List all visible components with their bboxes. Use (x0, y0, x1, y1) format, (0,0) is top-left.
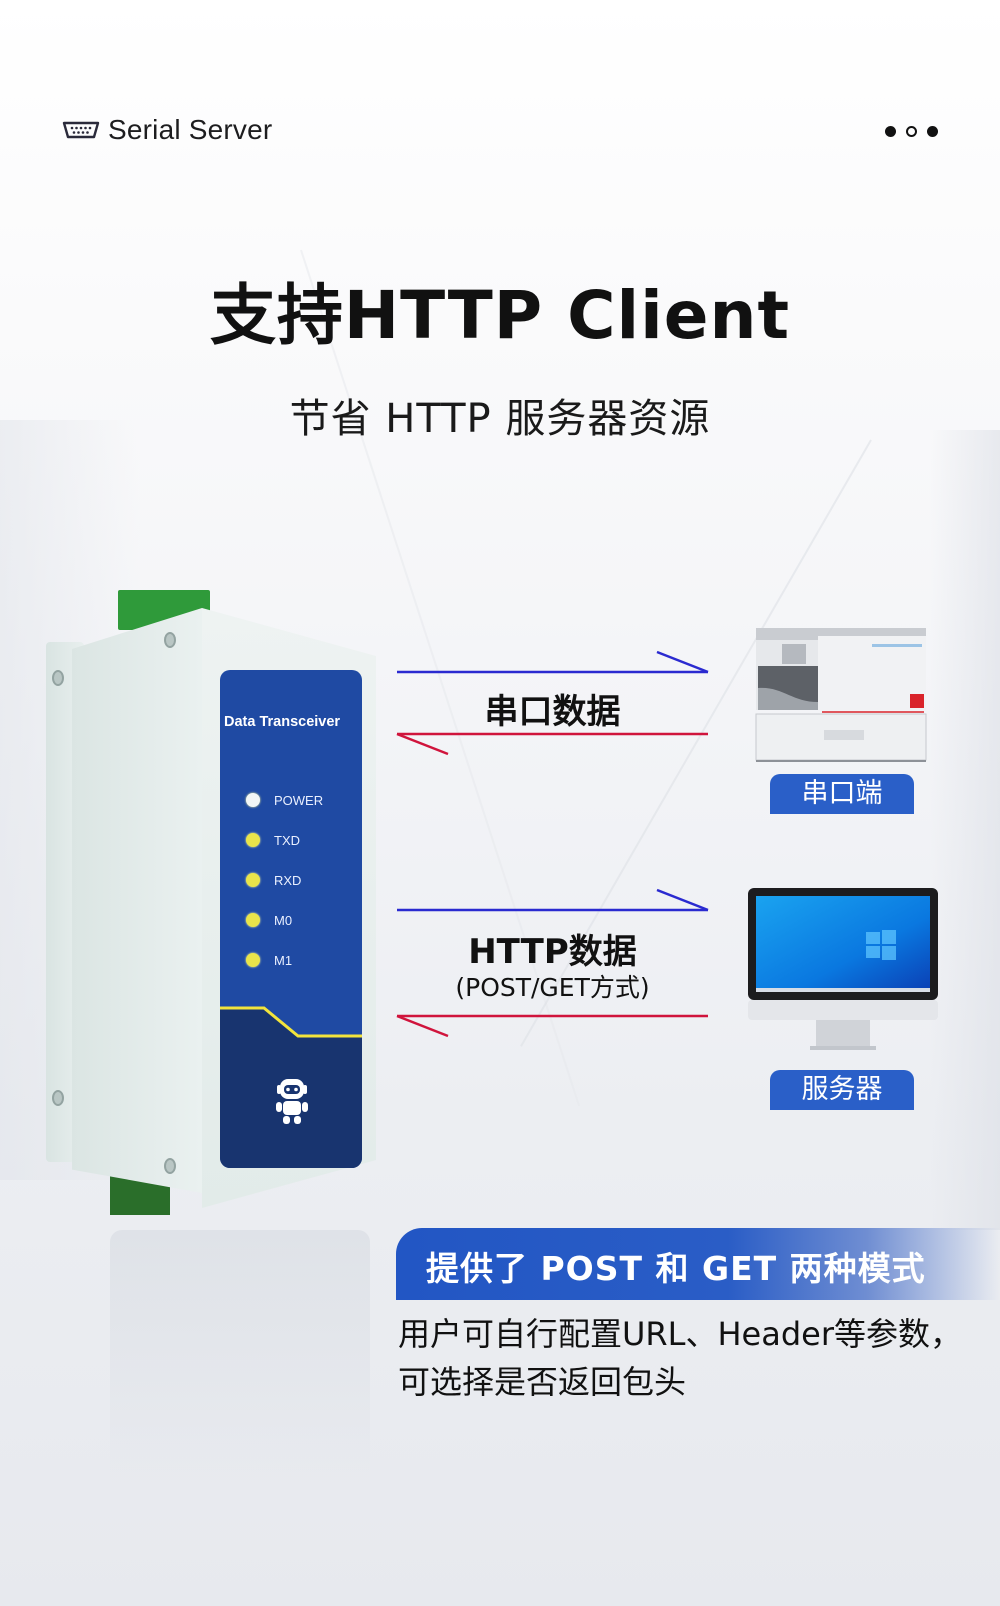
page-indicator (885, 126, 938, 137)
led-row: TXD (246, 820, 323, 860)
arrow-right-icon (397, 650, 709, 674)
led-icon (246, 913, 260, 927)
page-subtitle: 节省 HTTP 服务器资源 (289, 396, 711, 442)
led-icon (246, 793, 260, 807)
led-label: POWER (274, 792, 324, 808)
led-label: TXD (274, 832, 300, 848)
led-row: M0 (246, 900, 323, 940)
led-row: M1 (246, 940, 323, 980)
robot-icon (276, 1079, 308, 1124)
panel-title: Data Transceiver (224, 714, 341, 730)
printer-icon (755, 628, 927, 762)
screw-icon (52, 670, 64, 686)
accent-line (220, 1006, 362, 1038)
led-icon (246, 833, 260, 847)
endpoint-badge: 串口端 (770, 774, 914, 814)
brand: Serial Server (62, 114, 272, 146)
led-label: RXD (274, 872, 302, 888)
led-row: RXD (246, 860, 323, 900)
monitor-icon (748, 888, 938, 1050)
background-shape (930, 430, 1000, 1230)
flow-label: HTTP数据 (468, 932, 637, 972)
led-label: M1 (274, 952, 293, 968)
device-reflection (110, 1230, 370, 1490)
endpoint-badge: 服务器 (770, 1070, 914, 1110)
serial-port-icon (62, 121, 100, 139)
flow-sublabel: (POST/GET方式) (455, 973, 650, 1002)
dot-filled-icon (927, 126, 938, 137)
screw-icon (52, 1090, 64, 1106)
arrow-right-icon (397, 888, 709, 912)
screw-icon (164, 1158, 176, 1174)
flow-label: 串口数据 (484, 692, 621, 732)
feature-title: 提供了 POST 和 GET 两种模式 (426, 1249, 926, 1288)
feature-banner: 提供了 POST 和 GET 两种模式 (396, 1228, 1000, 1300)
device-side (72, 608, 202, 1193)
front-panel: Data Transceiver POWER TXD RXD M0 M1 (220, 670, 362, 1168)
arrow-left-icon (396, 1014, 708, 1038)
led-icon (246, 873, 260, 887)
led-list: POWER TXD RXD M0 M1 (246, 780, 323, 980)
brand-text: Serial Server (108, 114, 273, 145)
dot-hollow-icon (906, 126, 917, 137)
led-row: POWER (246, 780, 323, 820)
page-title: 支持HTTP Client (209, 277, 791, 354)
device-image: Data Transceiver POWER TXD RXD M0 M1 (44, 590, 376, 1220)
led-icon (246, 953, 260, 967)
arrow-left-icon (396, 732, 708, 756)
dot-filled-icon (885, 126, 896, 137)
led-label: M0 (274, 912, 293, 928)
feature-description: 用户可自行配置URL、Header等参数，可选择是否返回包头 (398, 1315, 963, 1401)
screw-icon (164, 632, 176, 648)
